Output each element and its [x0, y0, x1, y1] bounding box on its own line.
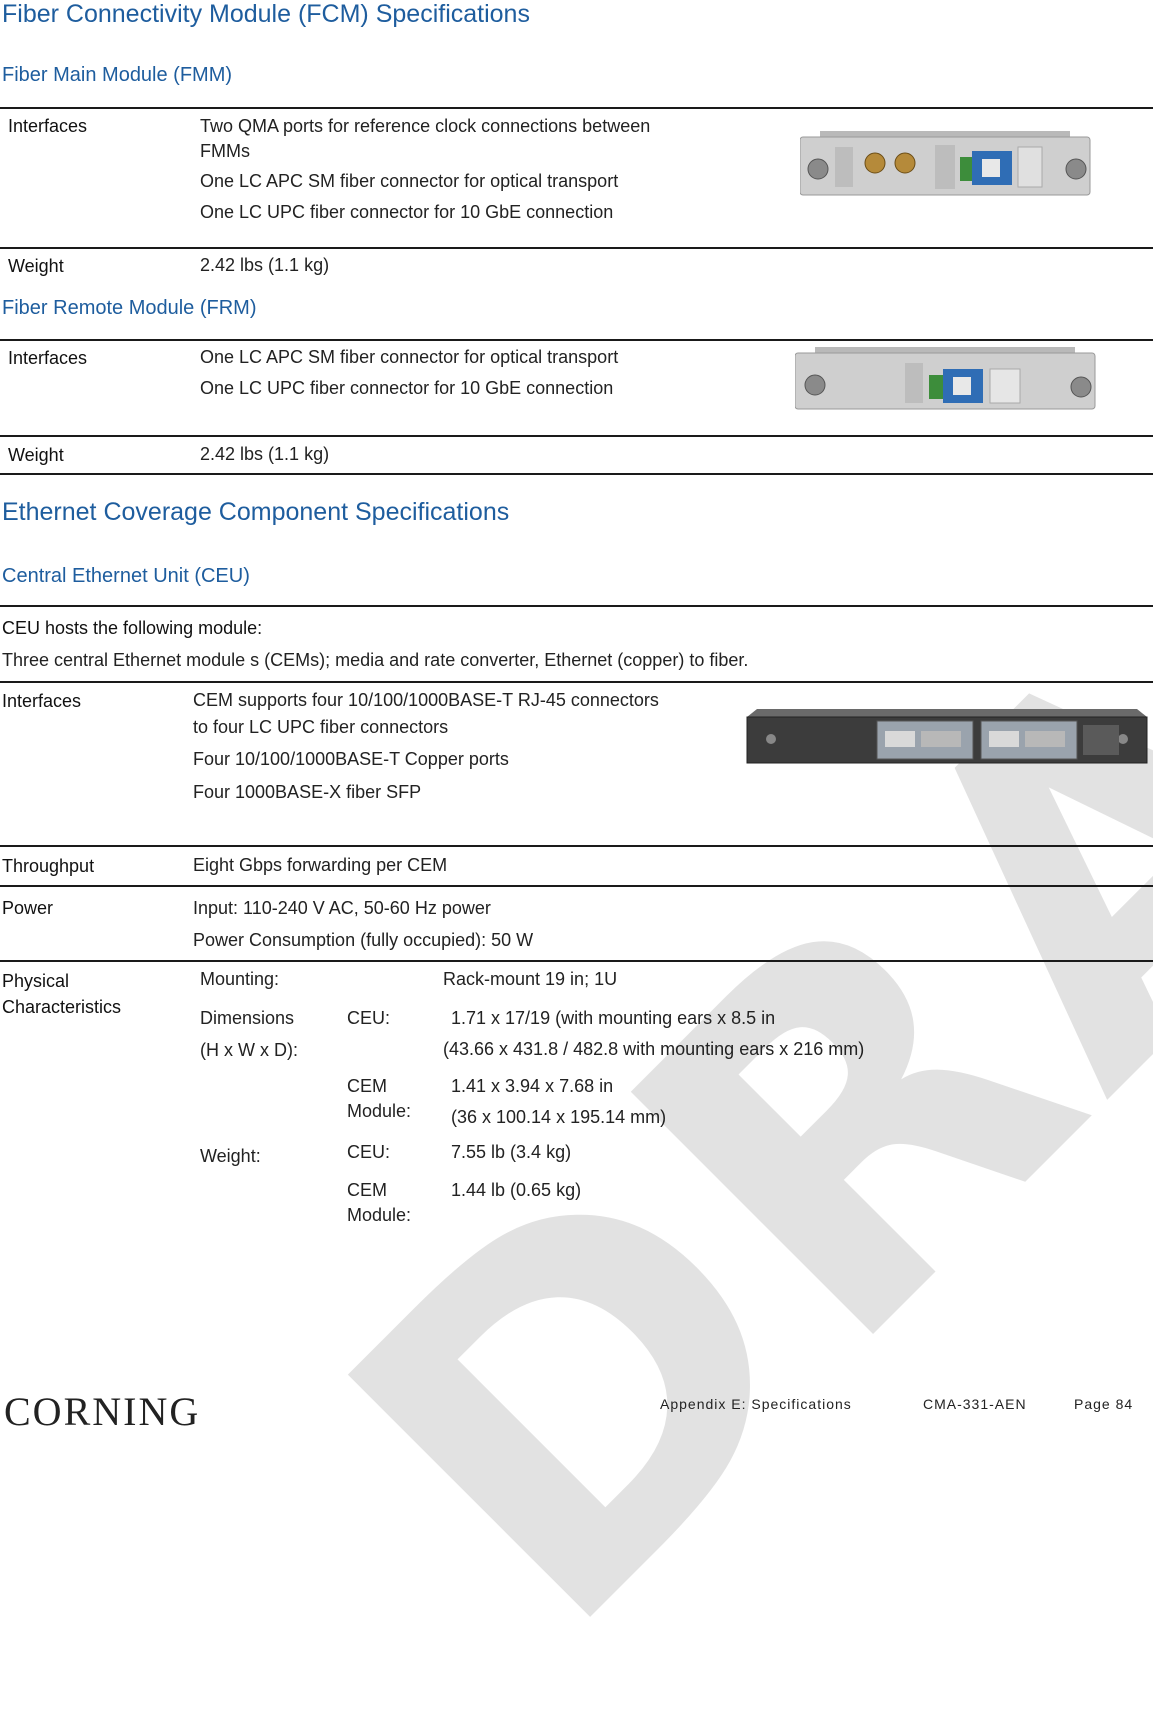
dimensions-ceu-value-1: 1.71 x 17/19 (with mounting ears x 8.5 i… — [451, 1008, 776, 1028]
subsection-title-ceu: Central Ethernet Unit (CEU) — [2, 565, 250, 587]
table-rule — [0, 885, 1153, 887]
table-rule — [0, 605, 1153, 607]
fmm-interfaces-line-1: Two QMA ports for reference clock connec… — [200, 116, 651, 136]
ceu-physical-label-2: Characteristics — [2, 997, 122, 1017]
mounting-value: Rack-mount 19 in; 1U — [443, 969, 618, 989]
ceu-interfaces-label: Interfaces — [2, 691, 82, 711]
frm-module-image — [795, 347, 1096, 410]
subsection-title-frm: Fiber Remote Module (FRM) — [2, 297, 257, 319]
weight-cem-label-1: CEM — [347, 1180, 387, 1200]
table-rule — [0, 435, 1153, 437]
ceu-interfaces-line-4: Four 1000BASE-X fiber SFP — [193, 782, 422, 802]
section-title-ethernet: Ethernet Coverage Component Specificatio… — [2, 498, 510, 526]
corning-logo: CORNING — [4, 1389, 201, 1434]
ceu-unit-image — [746, 709, 1148, 764]
dimensions-cem-label-1: CEM — [347, 1076, 387, 1096]
table-rule — [0, 473, 1153, 475]
fmm-module-image — [800, 131, 1091, 196]
footer-page-number: Page 84 — [1074, 1396, 1134, 1412]
ceu-hosts-text: Three central Ethernet module s (CEMs); … — [2, 650, 749, 670]
weight-cem-label-2: Module: — [347, 1205, 412, 1225]
fmm-interfaces-line-3: One LC APC SM fiber connector for optica… — [200, 171, 619, 191]
dimensions-label-1: Dimensions — [200, 1008, 295, 1028]
table-rule — [0, 107, 1153, 109]
frm-weight-label: Weight — [8, 445, 64, 465]
table-rule — [0, 247, 1153, 249]
weight-cem-value: 1.44 lb (0.65 kg) — [451, 1180, 582, 1200]
ceu-interfaces-line-3: Four 10/100/1000BASE-T Copper ports — [193, 749, 509, 769]
weight-ceu-label: CEU: — [347, 1142, 391, 1162]
ceu-throughput-value: Eight Gbps forwarding per CEM — [193, 855, 448, 875]
footer-section: Appendix E: Specifications — [660, 1396, 852, 1412]
ceu-interfaces-line-1: CEM supports four 10/100/1000BASE-T RJ-4… — [193, 690, 659, 710]
table-rule — [0, 845, 1153, 847]
weight-ceu-value: 7.55 lb (3.4 kg) — [451, 1142, 572, 1162]
fmm-weight-value: 2.42 lbs (1.1 kg) — [200, 255, 330, 275]
frm-interfaces-label: Interfaces — [8, 348, 88, 368]
table-rule — [0, 681, 1153, 683]
fmm-interfaces-line-4: One LC UPC fiber connector for 10 GbE co… — [200, 202, 614, 222]
table-rule — [0, 339, 1153, 341]
frm-interfaces-line-1: One LC APC SM fiber connector for optica… — [200, 347, 619, 367]
weight-label: Weight: — [200, 1146, 261, 1166]
fmm-weight-label: Weight — [8, 256, 64, 276]
dimensions-cem-value-1: 1.41 x 3.94 x 7.68 in — [451, 1076, 614, 1096]
ceu-interfaces-line-2: to four LC UPC fiber connectors — [193, 717, 449, 737]
dimensions-label-2: (H x W x D): — [200, 1040, 298, 1060]
table-rule — [0, 960, 1153, 962]
mounting-label: Mounting: — [200, 969, 280, 989]
frm-weight-value: 2.42 lbs (1.1 kg) — [200, 444, 330, 464]
ceu-power-label: Power — [2, 898, 54, 918]
subsection-title-fmm: Fiber Main Module (FMM) — [2, 64, 233, 86]
fmm-interfaces-label: Interfaces — [8, 116, 88, 136]
draft-watermark: DRAFT — [251, 61, 1153, 1726]
dimensions-cem-value-2: (36 x 100.14 x 195.14 mm) — [451, 1107, 667, 1127]
footer-doc-id: CMA-331-AEN — [923, 1396, 1027, 1412]
ceu-power-line-2: Power Consumption (fully occupied): 50 W — [193, 930, 534, 950]
ceu-throughput-label: Throughput — [2, 856, 95, 876]
fmm-interfaces-line-2: FMMs — [200, 141, 250, 161]
ceu-power-line-1: Input: 110-240 V AC, 50-60 Hz power — [193, 898, 491, 918]
ceu-hosts-label: CEU hosts the following module: — [2, 618, 263, 638]
dimensions-ceu-label: CEU: — [347, 1008, 391, 1028]
frm-interfaces-line-2: One LC UPC fiber connector for 10 GbE co… — [200, 378, 614, 398]
dimensions-cem-label-2: Module: — [347, 1101, 412, 1121]
dimensions-ceu-value-2: (43.66 x 431.8 / 482.8 with mounting ear… — [443, 1039, 865, 1059]
ceu-physical-label-1: Physical — [2, 971, 70, 991]
section-title-fcm: Fiber Connectivity Module (FCM) Specific… — [2, 0, 530, 28]
